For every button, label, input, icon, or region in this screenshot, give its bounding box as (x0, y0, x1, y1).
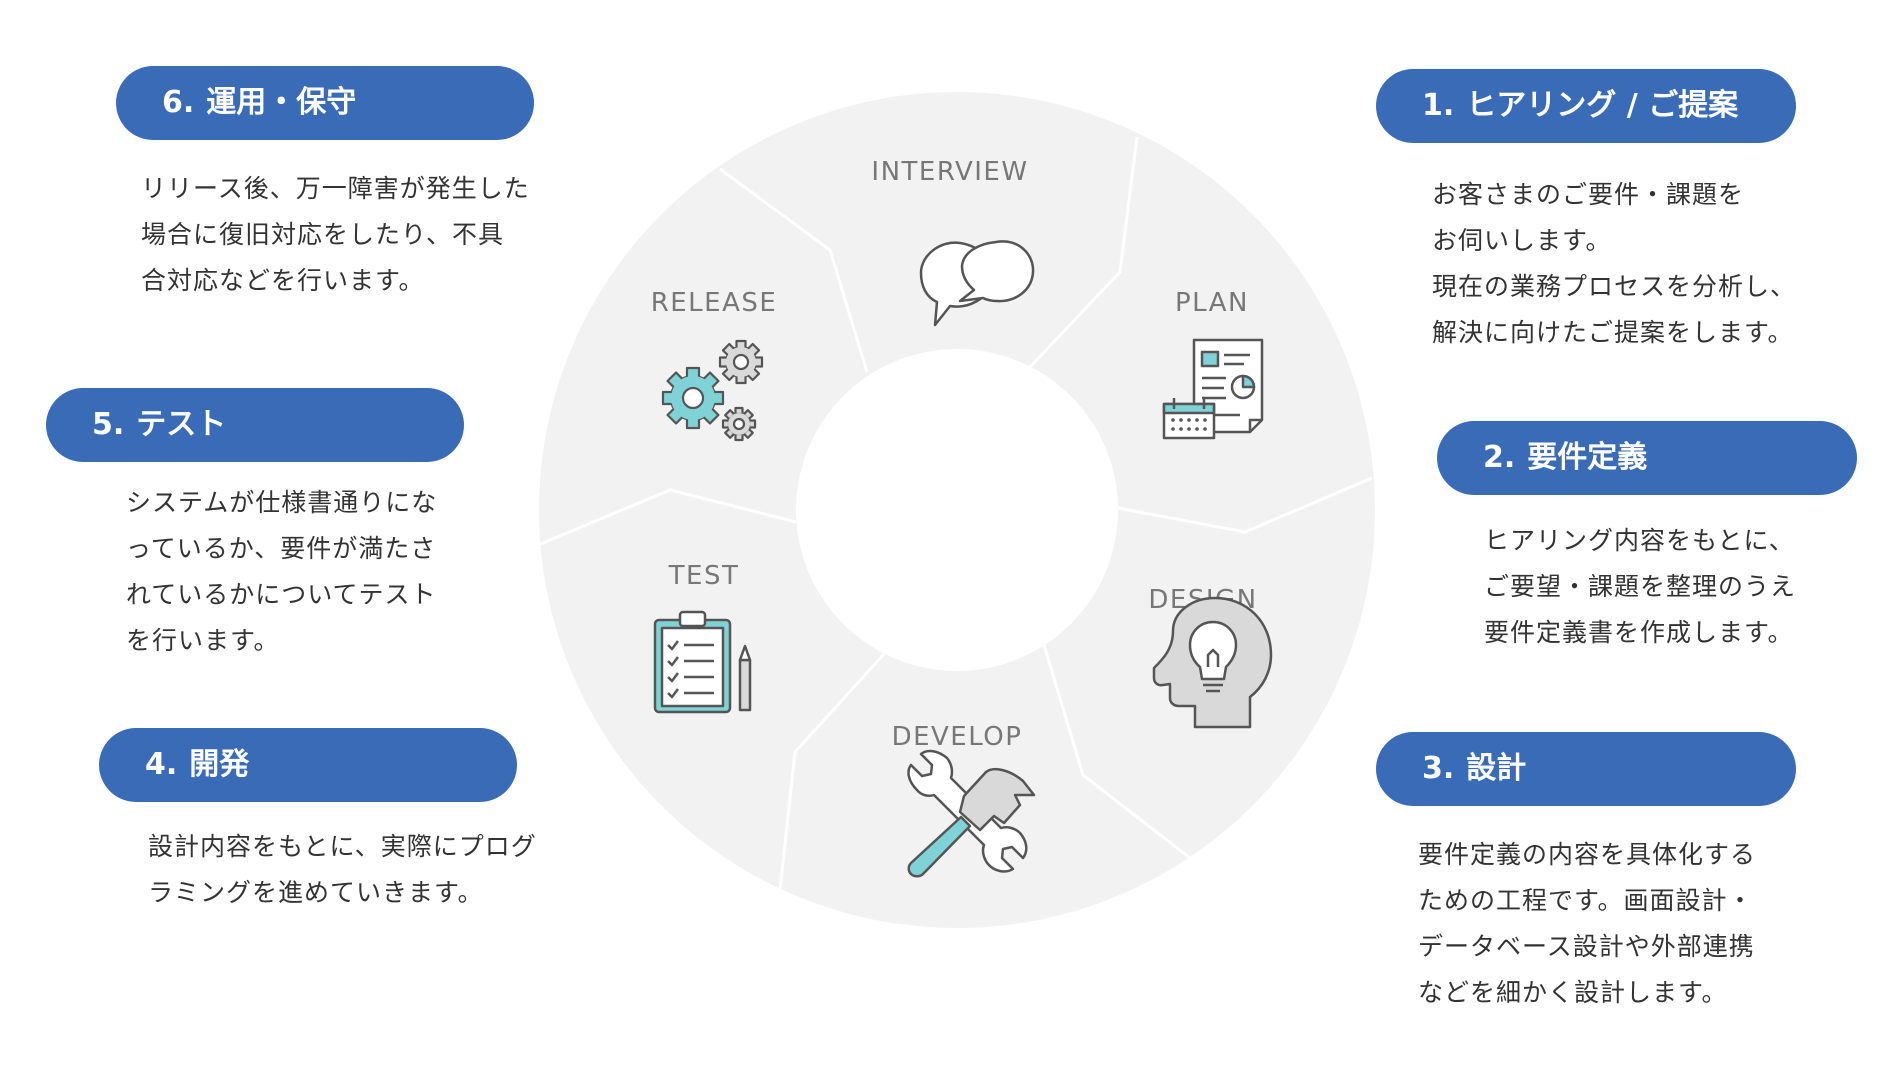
gears-icon (661, 339, 764, 442)
phase-label-develop: DEVELOP (892, 722, 1023, 752)
step-1-pill: 1. ヒアリング / ご提案 (1376, 69, 1796, 143)
step-3-description: 要件定義の内容を具体化する ための工程です。画面設計・ データベース設計や外部連… (1418, 840, 1757, 1007)
step-3-pill: 3. 設計 (1376, 732, 1796, 806)
step-6-pill: 6. 運用・保守 (116, 66, 534, 140)
step-2-pill: 2. 要件定義 (1437, 421, 1857, 495)
step-5-description: システムが仕様書通りにな っているか、要件が満たさ れているかについてテスト を… (126, 488, 438, 655)
step-6-description: リリース後、万一障害が発生した 場合に復旧対応をしたり、不具 合対応などを行いま… (141, 174, 530, 295)
clipboard-checklist-icon (653, 610, 752, 714)
step-2-description: ヒアリング内容をもとに、 ご要望・課題を整理のうえ 要件定義書を作成します。 (1484, 526, 1797, 647)
step-6-title: 運用・保守 (206, 85, 357, 120)
document-calendar-icon (1162, 338, 1264, 440)
step-1-description: お客さまのご要件・課題を お伺いします。 現在の業務プロセスを分析し、 解決に向… (1432, 180, 1797, 347)
step-5-title: テスト (136, 407, 227, 442)
speech-bubbles-icon (919, 240, 1035, 327)
step-5-pill: 5. テスト (46, 388, 464, 462)
step-3-title: 設計 (1466, 751, 1527, 786)
phase-label-plan: PLAN (1175, 288, 1249, 318)
wrench-hammer-icon (907, 749, 1036, 878)
phase-label-release: RELEASE (651, 288, 778, 318)
step-4-description: 設計内容をもとに、実際にプログ ラミングを進めていきます。 (148, 832, 537, 907)
wheel-ring (538, 92, 1375, 928)
step-4-title: 開発 (189, 747, 250, 782)
phase-label-test: TEST (668, 561, 740, 591)
step-1-title: ヒアリング / ご提案 (1466, 88, 1739, 123)
step-5-number: 5. (92, 407, 125, 442)
step-6-number: 6. (162, 85, 195, 120)
segment-dividers (537, 136, 1373, 891)
step-4-pill: 4. 開発 (99, 728, 517, 802)
step-2-number: 2. (1483, 440, 1516, 475)
step-3-number: 3. (1422, 751, 1455, 786)
phase-label-interview: INTERVIEW (871, 157, 1028, 187)
step-4-number: 4. (145, 747, 178, 782)
step-1-number: 1. (1422, 88, 1455, 123)
head-lightbulb-icon (1152, 596, 1273, 729)
step-2-title: 要件定義 (1527, 440, 1648, 475)
